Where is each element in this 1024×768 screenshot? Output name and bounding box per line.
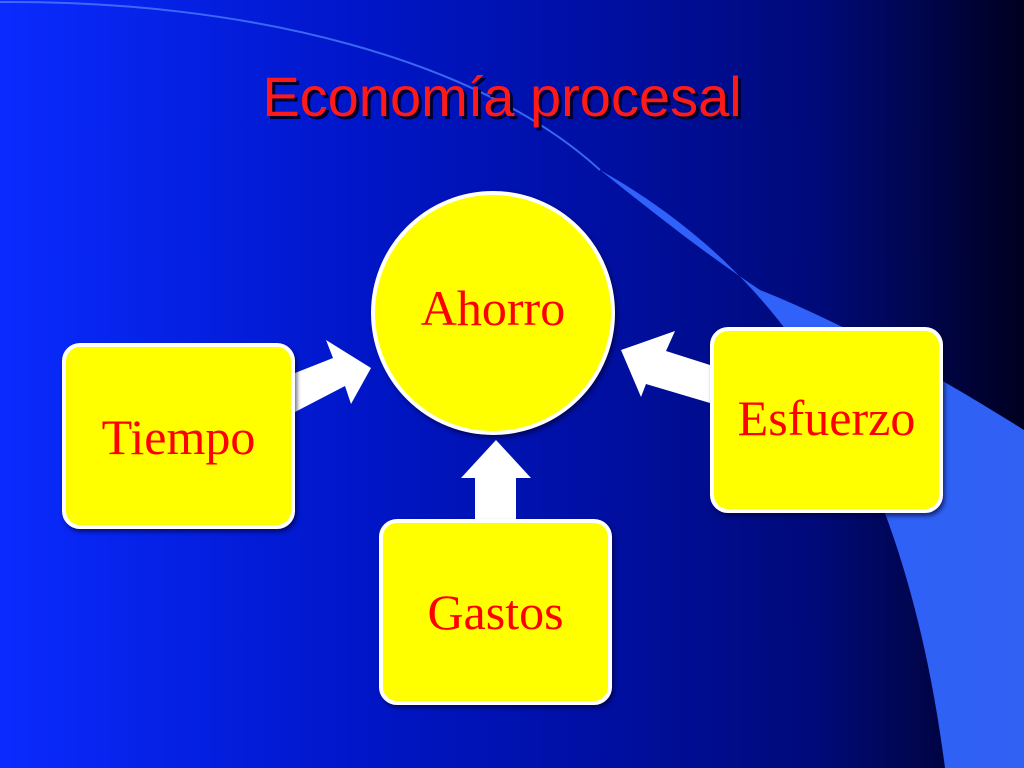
node-gastos-label: Gastos bbox=[427, 584, 564, 640]
arrow-gastos-to-ahorro bbox=[461, 440, 531, 519]
node-gastos: Gastos bbox=[379, 519, 612, 705]
page-title: Economía procesal bbox=[262, 65, 742, 128]
node-tiempo-label: Tiempo bbox=[101, 409, 256, 465]
node-esfuerzo-label: Esfuerzo bbox=[737, 390, 916, 446]
node-ahorro: Ahorro bbox=[371, 191, 615, 435]
node-esfuerzo: Esfuerzo bbox=[710, 327, 943, 513]
arrow-esfuerzo-to-ahorro bbox=[621, 331, 710, 403]
arrow-tiempo-to-ahorro bbox=[295, 340, 371, 412]
node-tiempo: Tiempo bbox=[62, 343, 295, 529]
node-ahorro-label: Ahorro bbox=[420, 280, 566, 336]
